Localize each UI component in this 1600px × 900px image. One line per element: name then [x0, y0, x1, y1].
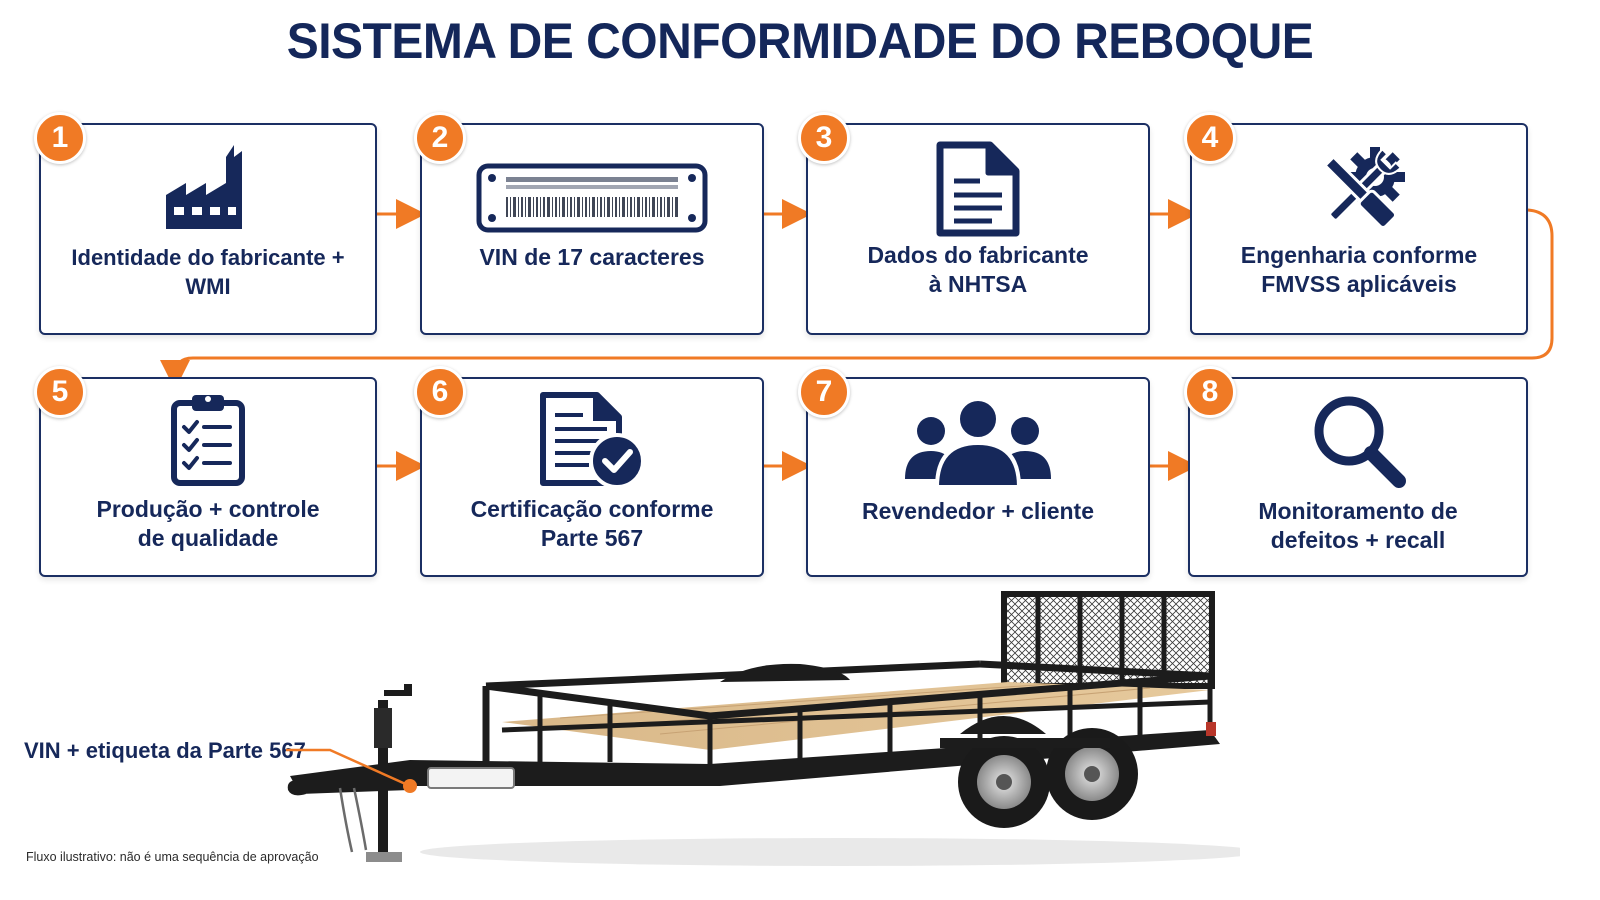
step-7-label: Revendedor + cliente	[862, 498, 1094, 524]
step-badge-3: 3	[798, 112, 850, 164]
step-3-label-line-1: Dados do fabricante	[867, 242, 1089, 268]
page-title: SISTEMA DE CONFORMIDADE DO REBOQUE	[286, 13, 1314, 70]
vin-plate-icon	[476, 163, 708, 238]
step-6-label-line-2: Parte 567	[540, 525, 644, 551]
step-8-label-line-2: defeitos + recall	[1270, 527, 1446, 553]
utility-trailer-illustration	[287, 591, 1240, 866]
step-4-label-line-1: Engenharia conforme	[1240, 242, 1478, 268]
step-5-label-line-2: de qualidade	[137, 525, 279, 551]
step-3-label-line-2: à NHTSA	[928, 271, 1028, 297]
people-group-icon	[903, 395, 1053, 494]
step-card-3: Dados do fabricante à NHTSA	[806, 123, 1150, 335]
step-5-label-line-1: Produção + controle	[96, 496, 320, 522]
footnote: Fluxo ilustrativo: não é uma sequência d…	[26, 850, 319, 864]
step-badge-1: 1	[34, 112, 86, 164]
step-card-6: Certificação conforme Parte 567	[420, 377, 764, 577]
step-badge-4: 4	[1184, 112, 1236, 164]
step-badge-8: 8	[1184, 366, 1236, 418]
step-card-4: Engenharia conforme FMVSS aplicáveis	[1190, 123, 1528, 335]
step-card-2: VIN de 17 caracteres	[420, 123, 764, 335]
step-card-5: Produção + controle de qualidade	[39, 377, 377, 577]
clipboard-checklist-icon	[170, 391, 246, 492]
vin-label-plate	[427, 767, 515, 789]
wrench-gear-icon	[1309, 141, 1409, 242]
step-2-label: VIN de 17 caracteres	[479, 244, 705, 270]
step-badge-7: 7	[798, 366, 850, 418]
step-8-label-line-1: Monitoramento de	[1258, 498, 1458, 524]
step-card-7: Revendedor + cliente	[806, 377, 1150, 577]
document-icon	[932, 141, 1024, 242]
wheel-rear	[1046, 728, 1138, 820]
step-badge-5: 5	[34, 366, 86, 418]
factory-icon	[162, 141, 254, 238]
step-badge-6: 6	[414, 366, 466, 418]
step-6-label-line-1: Certificação conforme	[470, 496, 714, 522]
certified-document-icon	[537, 391, 647, 494]
wheel-front	[958, 736, 1050, 828]
step-badge-2: 2	[414, 112, 466, 164]
step-4-label-line-2: FMVSS aplicáveis	[1261, 271, 1457, 297]
magnifier-icon	[1309, 391, 1407, 494]
step-card-8: Monitoramento de defeitos + recall	[1188, 377, 1528, 577]
step-1-label: Identidade do fabricante + WMI	[71, 245, 345, 299]
vin-label-callout: VIN + etiqueta da Parte 567	[24, 738, 306, 763]
arrow-4-5	[160, 208, 1554, 390]
step-card-1: Identidade do fabricante + WMI	[39, 123, 377, 335]
